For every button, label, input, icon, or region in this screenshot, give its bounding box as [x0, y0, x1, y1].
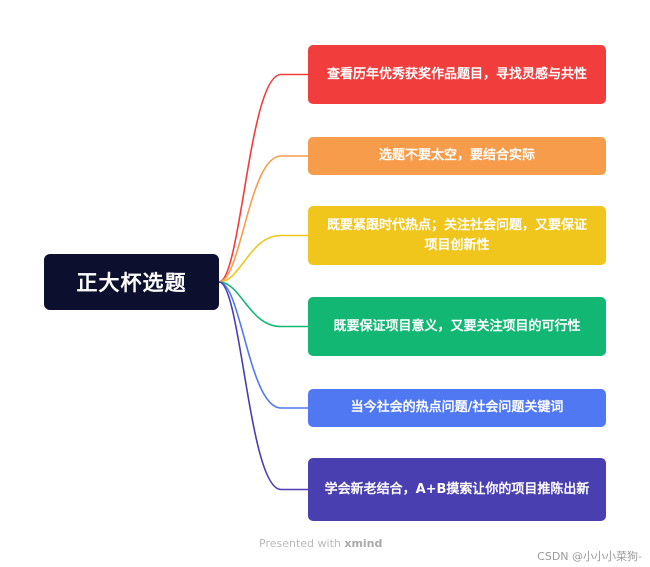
branch-label: 既要紧跟时代热点；关注社会问题，又要保证项目创新性 — [326, 217, 587, 253]
branch-label: 当今社会的热点问题/社会问题关键词 — [350, 400, 564, 415]
branch-topic-practical[interactable]: 选题不要太空，要结合实际 — [308, 137, 606, 175]
branch-label: 既要保证项目意义，又要关注项目的可行性 — [333, 318, 581, 334]
connector-line — [218, 281, 308, 328]
branch-topic-inspiration[interactable]: 查看历年优秀获奖作品题目，寻找灵感与共性 — [308, 45, 606, 104]
branch-topic-feasibility[interactable]: 既要保证项目意义，又要关注项目的可行性 — [308, 297, 606, 356]
footer-prefix: Presented with — [259, 537, 341, 550]
connector-line — [218, 281, 308, 409]
xmind-logo: xmind — [344, 537, 383, 550]
csdn-watermark: CSDN @小小小菜狗- — [537, 550, 642, 563]
branch-topic-keywords[interactable]: 当今社会的热点问题/社会问题关键词 — [308, 389, 606, 427]
presented-with-footer: Presented with xmind — [259, 537, 382, 550]
root-topic-label: 正大杯选题 — [76, 271, 187, 295]
connector-line — [218, 155, 308, 283]
connector-line — [218, 234, 308, 283]
branch-label: 学会新老结合，A+B摸索让你的项目推陈出新 — [324, 481, 590, 497]
branch-label: 查看历年优秀获奖作品题目，寻找灵感与共性 — [326, 66, 587, 82]
branch-label: 选题不要太空，要结合实际 — [378, 148, 535, 163]
branch-topic-innovation[interactable]: 学会新老结合，A+B摸索让你的项目推陈出新 — [308, 458, 606, 521]
branch-topic-hotspots[interactable]: 既要紧跟时代热点；关注社会问题，又要保证项目创新性 — [308, 206, 606, 265]
connector-line — [218, 73, 308, 283]
root-topic[interactable]: 正大杯选题 — [44, 254, 219, 310]
connector-line — [218, 281, 308, 491]
